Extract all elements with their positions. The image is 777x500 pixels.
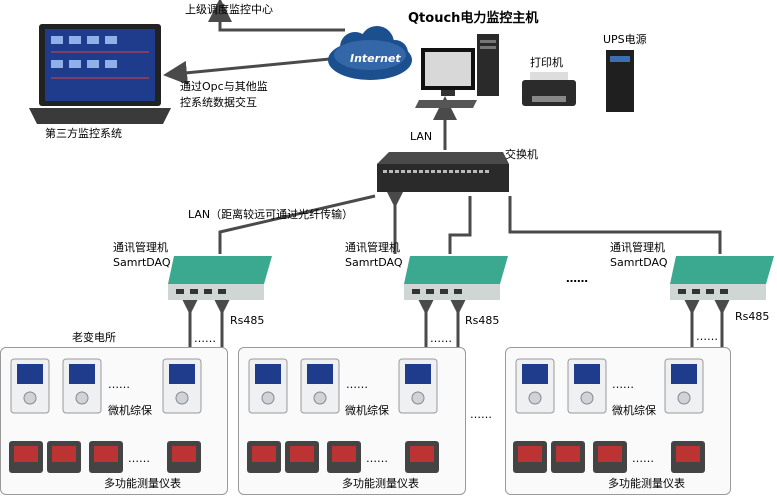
relay-label-1: 微机综保: [108, 404, 152, 417]
site-ellipsis: ……: [470, 408, 492, 421]
internet-cloud-icon: [325, 25, 415, 85]
host-title: Qtouch电力监控主机: [408, 11, 539, 26]
meter-device-icon: [550, 440, 586, 474]
relay-device-icon: [300, 358, 340, 414]
bus-dots-3: ……: [696, 330, 718, 343]
switch-label: 交换机: [505, 148, 538, 161]
gateway-1-name: 通讯管理机: [113, 241, 168, 254]
network-switch-icon: [375, 150, 510, 196]
upper-dispatch-label: 上级调度监控中心: [185, 3, 273, 16]
meter-device-icon: [46, 440, 82, 474]
relay-device-icon: [62, 358, 102, 414]
relay-device-icon: [664, 358, 704, 414]
gateway-3-icon: [670, 254, 775, 304]
ups-label: UPS电源: [603, 33, 647, 46]
internet-label: Internet: [350, 52, 401, 65]
gateway-3-model: SamrtDAQ: [610, 256, 668, 269]
relay-label-2: 微机综保: [345, 404, 389, 417]
relay-device-icon: [567, 358, 607, 414]
relay-device-icon: [398, 358, 438, 414]
gateway-1-model: SamrtDAQ: [113, 256, 171, 269]
meter-label-3: 多功能测量仪表: [608, 477, 685, 490]
meter-dots-3: ……: [632, 452, 654, 465]
gateway-ellipsis: ……: [566, 272, 588, 285]
opc-exchange-label-1: 通过Opc与其他监: [180, 80, 268, 93]
gateway-2-model: SamrtDAQ: [345, 256, 403, 269]
relay-device-icon: [10, 358, 50, 414]
meter-dots-2: ……: [366, 452, 388, 465]
gateway-3-name: 通讯管理机: [610, 241, 665, 254]
meter-device-icon: [670, 440, 706, 474]
gateway-2-icon: [404, 254, 509, 304]
gateway-2-name: 通讯管理机: [345, 241, 400, 254]
meter-device-icon: [8, 440, 44, 474]
relay-device-icon: [515, 358, 555, 414]
meter-device-icon: [246, 440, 282, 474]
relay-label-3: 微机综保: [612, 404, 656, 417]
lan-fiber-label: LAN（距离较远可通过光纤传输）: [188, 208, 354, 221]
opc-exchange-label-2: 控系统数据交互: [180, 96, 257, 109]
meter-device-icon: [326, 440, 362, 474]
meter-device-icon: [512, 440, 548, 474]
relay-dots-2: ……: [346, 378, 368, 391]
relay-dots-1: ……: [108, 378, 130, 391]
substation-label: 老变电所: [72, 331, 116, 344]
relay-device-icon: [162, 358, 202, 414]
meter-label-1: 多功能测量仪表: [104, 477, 181, 490]
gateway-1-icon: [168, 254, 273, 304]
third-party-system-label: 第三方监控系统: [45, 127, 122, 140]
printer-label: 打印机: [530, 56, 563, 69]
meter-device-icon: [592, 440, 628, 474]
meter-device-icon: [404, 440, 440, 474]
ups-icon: [600, 48, 640, 114]
printer-icon: [520, 70, 578, 112]
relay-dots-3: ……: [612, 378, 634, 391]
meter-device-icon: [284, 440, 320, 474]
rs485-label-3: Rs485: [735, 310, 770, 323]
meter-device-icon: [166, 440, 202, 474]
laptop-icon: [25, 20, 175, 130]
lan-label: LAN: [410, 130, 433, 143]
meter-label-2: 多功能测量仪表: [342, 477, 419, 490]
bus-dots-1: ……: [194, 332, 216, 345]
rs485-label-1: Rs485: [230, 314, 265, 327]
rs485-label-2: Rs485: [465, 314, 500, 327]
relay-device-icon: [248, 358, 288, 414]
desktop-pc-icon: [415, 32, 505, 112]
meter-dots-1: ……: [128, 452, 150, 465]
meter-device-icon: [88, 440, 124, 474]
bus-dots-2: ……: [430, 332, 452, 345]
